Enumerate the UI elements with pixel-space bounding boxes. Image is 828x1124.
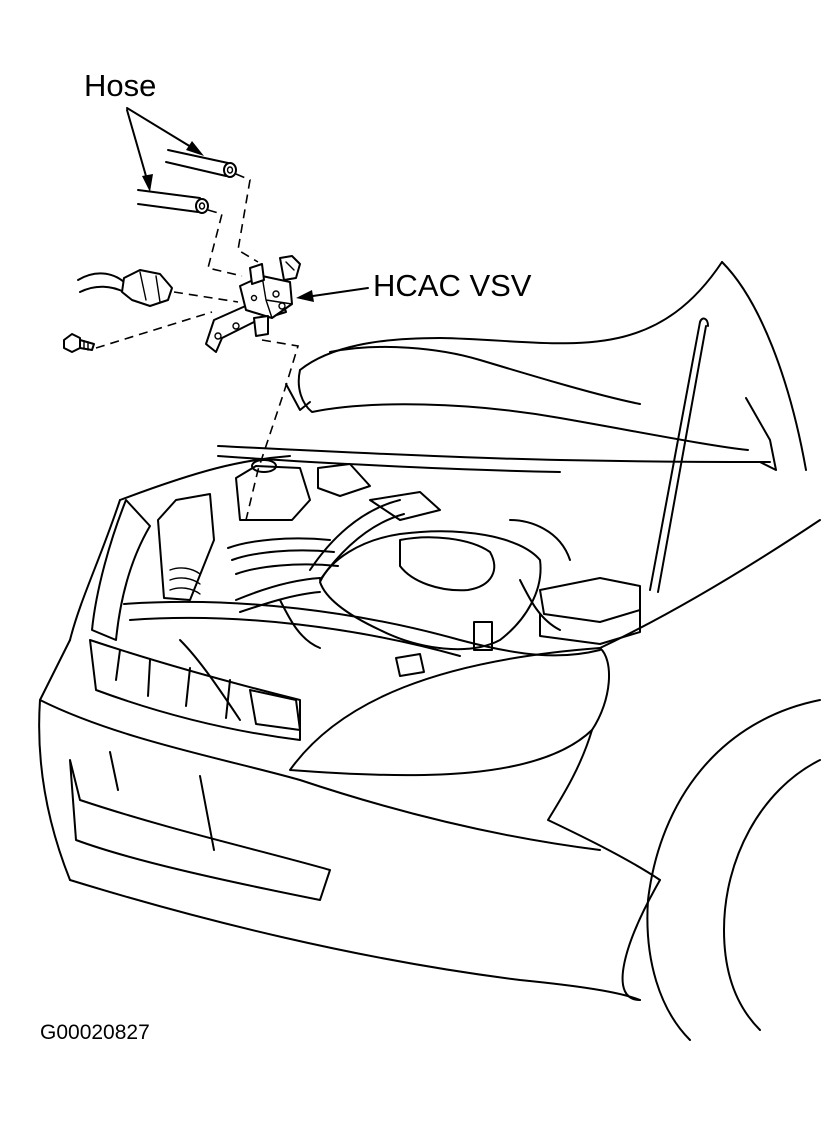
mounting-bolt [63, 333, 95, 353]
wiring-connector [77, 269, 173, 307]
engine-bay [123, 459, 641, 731]
hcac-vsv-valve [205, 255, 301, 353]
hose-lower [137, 189, 209, 214]
connector-dashed-line [173, 291, 239, 303]
hcac-vsv-arrow [296, 287, 369, 302]
hose-routing-dashed [207, 173, 259, 277]
hose-leader-arrows [126, 107, 204, 192]
figure-id: G00020827 [40, 1021, 150, 1044]
install-location-dashed [245, 339, 300, 521]
bolt-dashed-line [95, 311, 213, 349]
hcac-vsv-label: HCAC VSV [373, 268, 532, 303]
hose-label: Hose [84, 68, 157, 103]
vehicle-outline [38, 261, 821, 1041]
hose-upper [165, 149, 237, 178]
